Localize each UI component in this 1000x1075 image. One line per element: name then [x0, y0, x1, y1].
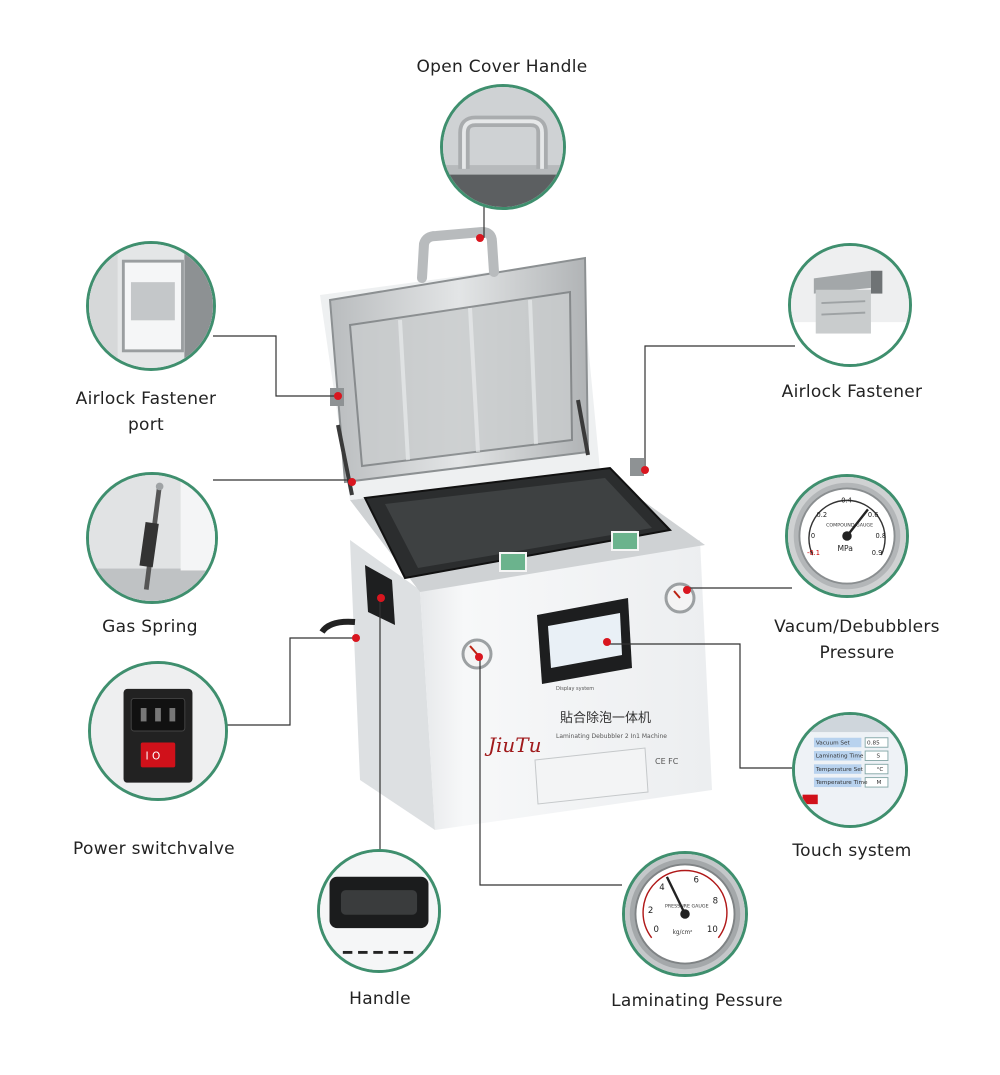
machine: JiuTu 貼合除泡一体机 Laminating Debubbler 2 In1… [319, 226, 712, 830]
detail-touch-system: Vacuum Set 0.85 Laminating Time S Temperat… [792, 712, 908, 828]
label-open-cover-handle: Open Cover Handle [416, 57, 588, 77]
label-vacuum-line1: Vacum/Debubblers [774, 617, 940, 637]
line-touch [609, 643, 792, 769]
touch-screen [548, 613, 622, 668]
label-vacuum-pressure: Vacum/Debubblers Pressure [752, 614, 962, 666]
detail-handle [317, 849, 441, 973]
svg-text:S: S [877, 754, 881, 760]
svg-text:0.9: 0.9 [872, 549, 883, 557]
svg-text:Vacuum Set: Vacuum Set [816, 740, 851, 746]
callout-lines [213, 205, 795, 886]
chamber-mat [385, 478, 652, 568]
svg-text:I O: I O [146, 751, 161, 763]
dot-airlock-fastener [641, 466, 649, 474]
svg-text:Temperature Set: Temperature Set [815, 767, 864, 773]
cert-marks: CE FC [655, 757, 679, 766]
label-airlock-port-line2: port [127, 415, 165, 435]
pressure-gauge-icon: 0 2 4 6 8 10 PRESSURE GAUGE kg/cm² [625, 854, 745, 974]
label-touch-system: Touch system [792, 841, 912, 861]
svg-text:0.8: 0.8 [876, 532, 887, 540]
svg-text:4: 4 [659, 883, 664, 893]
svg-text:M: M [877, 780, 882, 786]
airlock-port-icon [89, 244, 213, 368]
open-cover-handle-icon [443, 87, 563, 207]
dot-touch [603, 638, 611, 646]
dot-gas-spring [348, 478, 356, 486]
svg-text:0: 0 [811, 532, 815, 540]
front-drawer [534, 747, 649, 805]
svg-text:10: 10 [707, 925, 718, 935]
gas-spring-icon [89, 475, 215, 601]
machine-subtitle: Laminating Debubbler 2 In1 Machine [556, 733, 667, 740]
svg-text:0: 0 [654, 925, 659, 935]
svg-text:°C: °C [877, 767, 884, 773]
dot-power-switch [352, 634, 360, 642]
svg-text:kg/cm²: kg/cm² [673, 929, 693, 936]
dot-vacuum [683, 586, 691, 594]
svg-text:MPa: MPa [837, 544, 852, 553]
dot-laminating [475, 653, 483, 661]
svg-text:8: 8 [713, 897, 718, 907]
svg-text:0.2: 0.2 [817, 511, 828, 519]
svg-text:0.4: 0.4 [841, 497, 852, 505]
touch-panel-icon: Vacuum Set 0.85 Laminating Time S Temperat… [795, 715, 905, 825]
compound-gauge-icon: -0.1 0 0.2 0.4 0.6 0.8 0.9 COMPOUND GAUG… [788, 477, 906, 595]
line-airlock-port [213, 335, 336, 397]
svg-text:Temperature Time: Temperature Time [815, 780, 868, 786]
svg-text:0.6: 0.6 [868, 511, 879, 519]
detail-laminating-pressure: 0 2 4 6 8 10 PRESSURE GAUGE kg/cm² [622, 851, 748, 977]
airlock-fastener-block [630, 458, 644, 476]
label-power-switch: Power switchvalve [73, 839, 235, 859]
label-handle: Handle [349, 989, 411, 1009]
label-laminating-pressure: Laminating Pessure [611, 991, 783, 1011]
dot-open-cover [476, 234, 484, 242]
power-socket-icon: I O [91, 664, 225, 798]
gas-spring-right [576, 399, 590, 456]
label-airlock-port-line1: Airlock Fastener [75, 389, 217, 409]
svg-text:2: 2 [648, 906, 653, 916]
line-airlock-fastener [644, 345, 795, 468]
brand-logo: JiuTu [484, 733, 542, 757]
detail-vacuum-gauge: -0.1 0 0.2 0.4 0.6 0.8 0.9 COMPOUND GAUG… [785, 474, 909, 598]
machine-title-cn: 貼合除泡一体机 [560, 711, 651, 726]
svg-text:0.85: 0.85 [867, 740, 880, 746]
chamber-clip-right [611, 531, 639, 551]
svg-text:PRESSURE GAUGE: PRESSURE GAUGE [665, 903, 709, 909]
detail-open-cover-handle [440, 84, 566, 210]
line-laminating [479, 656, 622, 886]
svg-text:-0.1: -0.1 [807, 549, 820, 557]
chamber-clip-left [499, 552, 527, 572]
label-vacuum-line2: Pressure [819, 643, 895, 663]
airlock-fastener-icon [791, 246, 909, 364]
lid-handle [417, 226, 499, 283]
label-airlock-fastener: Airlock Fastener [781, 382, 923, 402]
power-switch-icon [140, 742, 176, 768]
svg-text:Laminating Time: Laminating Time [816, 754, 864, 760]
dot-airlock-port [334, 392, 342, 400]
svg-text:COMPOUND GAUGE: COMPOUND GAUGE [826, 522, 873, 528]
screen-caption: Display system [556, 686, 594, 692]
label-airlock-fastener-port: Airlock Fastener port [46, 386, 246, 438]
handle-icon [320, 852, 438, 970]
svg-text:6: 6 [694, 876, 699, 886]
label-gas-spring: Gas Spring [102, 617, 198, 637]
detail-airlock-fastener [788, 243, 912, 367]
detail-airlock-fastener-port [86, 241, 216, 371]
detail-power-switch: I O [88, 661, 228, 801]
power-cord [319, 618, 356, 634]
callout-dots [334, 234, 691, 661]
detail-gas-spring [86, 472, 218, 604]
dot-handle [377, 594, 385, 602]
line-power-switch [226, 637, 356, 726]
